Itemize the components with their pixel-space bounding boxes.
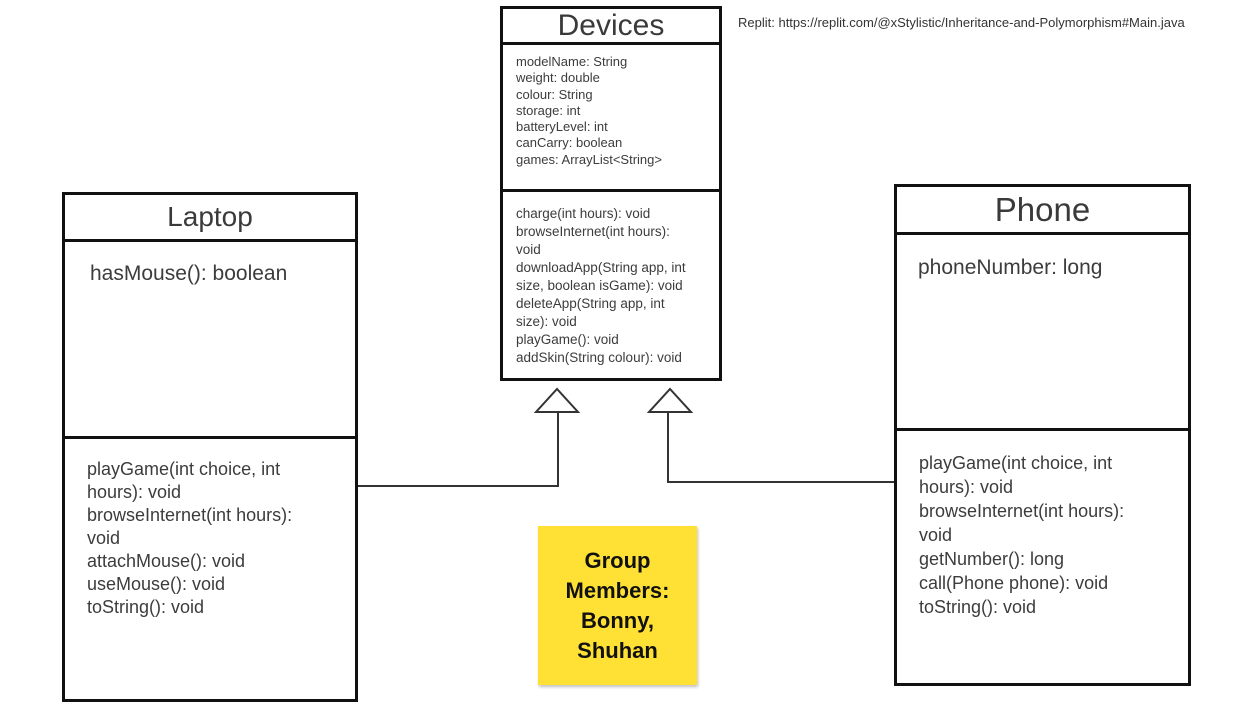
laptop-method: hours): void — [87, 482, 182, 502]
sticky-note-line: Shuhan — [577, 637, 658, 663]
laptop-method: browseInternet(int hours): — [87, 505, 293, 525]
devices-attribute: canCarry: boolean — [516, 135, 623, 151]
laptop-inheritance-arrowhead — [533, 387, 581, 413]
phone-inheritance-line — [667, 412, 895, 483]
laptop-attributes-divider — [65, 436, 355, 439]
phone-method: toString(): void — [919, 597, 1037, 617]
sticky-note-line: Group — [584, 547, 651, 573]
phone-method: playGame(int choice, int — [919, 453, 1113, 473]
devices-attribute: colour: String — [516, 86, 593, 102]
devices-class-title: Devices — [557, 9, 665, 42]
laptop-method: useMouse(): void — [87, 574, 226, 594]
devices-attribute: games: ArrayList<String> — [516, 151, 662, 167]
laptop-method: playGame(int choice, int — [87, 459, 281, 479]
devices-attribute: storage: int — [516, 102, 581, 118]
devices-method: addSkin(String colour): void — [516, 350, 682, 365]
laptop-attributes: hasMouse(): boolean — [90, 261, 287, 287]
phone-methods: playGame(int choice, int hours): void br… — [919, 451, 1124, 619]
laptop-class-box[interactable]: Laptop hasMouse(): boolean playGame(int … — [62, 192, 358, 702]
phone-class-title: Phone — [994, 191, 1091, 228]
phone-attributes: phoneNumber: long — [918, 255, 1102, 281]
sticky-note-line: Members: — [565, 577, 670, 603]
phone-method: void — [919, 525, 953, 545]
phone-method: getNumber(): long — [919, 549, 1065, 569]
phone-class-box[interactable]: Phone phoneNumber: long playGame(int cho… — [894, 184, 1191, 686]
laptop-methods: playGame(int choice, int hours): void br… — [87, 458, 292, 619]
devices-method: void — [516, 242, 541, 257]
laptop-method: toString(): void — [87, 597, 205, 617]
devices-method: playGame(): void — [516, 332, 619, 347]
devices-attribute: weight: double — [516, 70, 600, 86]
devices-methods: charge(int hours): void browseInternet(i… — [516, 205, 686, 367]
phone-method: hours): void — [919, 477, 1014, 497]
sticky-note-line: Bonny, — [581, 607, 654, 633]
devices-method: charge(int hours): void — [516, 206, 651, 221]
replit-link-text[interactable]: Replit: https://replit.com/@xStylistic/I… — [738, 15, 1185, 30]
phone-method: browseInternet(int hours): — [919, 501, 1125, 521]
group-members-sticky-note[interactable]: Group Members: Bonny, Shuhan — [538, 526, 697, 685]
laptop-title-divider — [65, 239, 355, 242]
laptop-class-title: Laptop — [167, 201, 253, 232]
phone-title-divider — [897, 232, 1188, 235]
laptop-inheritance-line — [357, 412, 559, 487]
devices-attribute: modelName: String — [516, 54, 628, 69]
phone-attributes-divider — [897, 428, 1188, 431]
laptop-method: void — [87, 528, 121, 548]
devices-method: browseInternet(int hours): — [516, 224, 670, 239]
devices-attribute: batteryLevel: int — [516, 119, 608, 135]
phone-method: call(Phone phone): void — [919, 573, 1109, 593]
laptop-attribute: hasMouse(): boolean — [90, 262, 288, 285]
devices-method: deleteApp(String app, int — [516, 296, 665, 311]
phone-attribute: phoneNumber: long — [918, 256, 1103, 279]
devices-method: size): void — [516, 314, 577, 329]
devices-method: size, boolean isGame): void — [516, 278, 683, 293]
devices-method: downloadApp(String app, int — [516, 260, 686, 275]
devices-attributes: modelName: String weight: double colour:… — [516, 54, 662, 168]
phone-inheritance-arrowhead — [646, 387, 694, 413]
laptop-method: attachMouse(): void — [87, 551, 246, 571]
devices-title-divider — [503, 42, 719, 45]
devices-attributes-divider — [503, 189, 719, 192]
devices-class-box[interactable]: Devices modelName: String weight: double… — [500, 6, 722, 381]
